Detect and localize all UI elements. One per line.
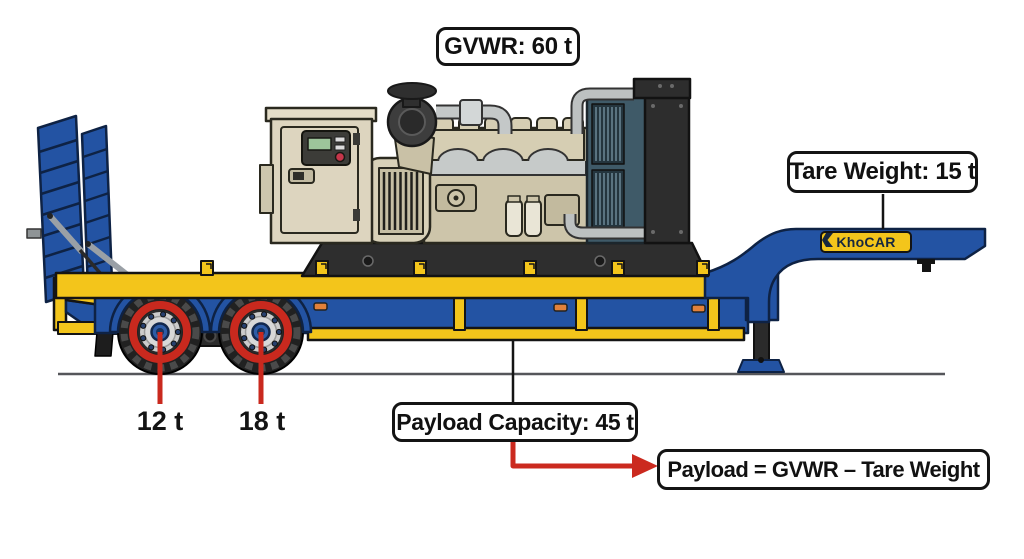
gooseneck-beam <box>703 227 987 324</box>
oil-filter <box>524 199 542 237</box>
turbocharger <box>386 82 513 175</box>
landing-gear-foot <box>737 359 785 373</box>
side-marker-lights <box>313 302 706 313</box>
air-intake-cap <box>387 82 437 100</box>
lcd-screen <box>307 137 332 151</box>
gvwr-callout: GVWR: 60 t <box>436 27 580 66</box>
control-cabinet <box>259 106 378 245</box>
payload-formula-arrow <box>510 442 658 478</box>
tare-weight-callout: Tare Weight: 15 t <box>787 151 978 193</box>
rear-axle-load-label: 18 t <box>238 406 286 436</box>
axle-load-lines <box>157 332 264 404</box>
brand-plate: KhoCAR <box>820 231 912 253</box>
kingpin <box>917 259 935 264</box>
deck-cleats <box>200 260 710 276</box>
control-panel <box>301 130 351 166</box>
payload-capacity-callout: Payload Capacity: 45 t <box>392 402 638 442</box>
generator-set <box>259 77 710 278</box>
gooseneck <box>703 227 987 373</box>
payload-formula-callout: Payload = GVWR – Tare Weight <box>657 449 990 490</box>
ramp-pivot-peg <box>26 228 42 239</box>
brand-name: KhoCAR <box>836 234 896 250</box>
oil-filter <box>505 199 523 237</box>
front-axle-load-label: 12 t <box>136 406 184 436</box>
stop-button <box>334 151 346 163</box>
landing-gear-strut <box>753 319 770 363</box>
arrowhead-icon <box>632 454 658 478</box>
cabinet-door <box>280 126 359 234</box>
generator-skid <box>300 241 710 278</box>
khocar-chevron-icon <box>822 233 833 247</box>
radiator <box>563 77 692 245</box>
alternator <box>362 156 432 245</box>
engine-block <box>422 117 590 245</box>
callout-connectors <box>511 194 885 402</box>
